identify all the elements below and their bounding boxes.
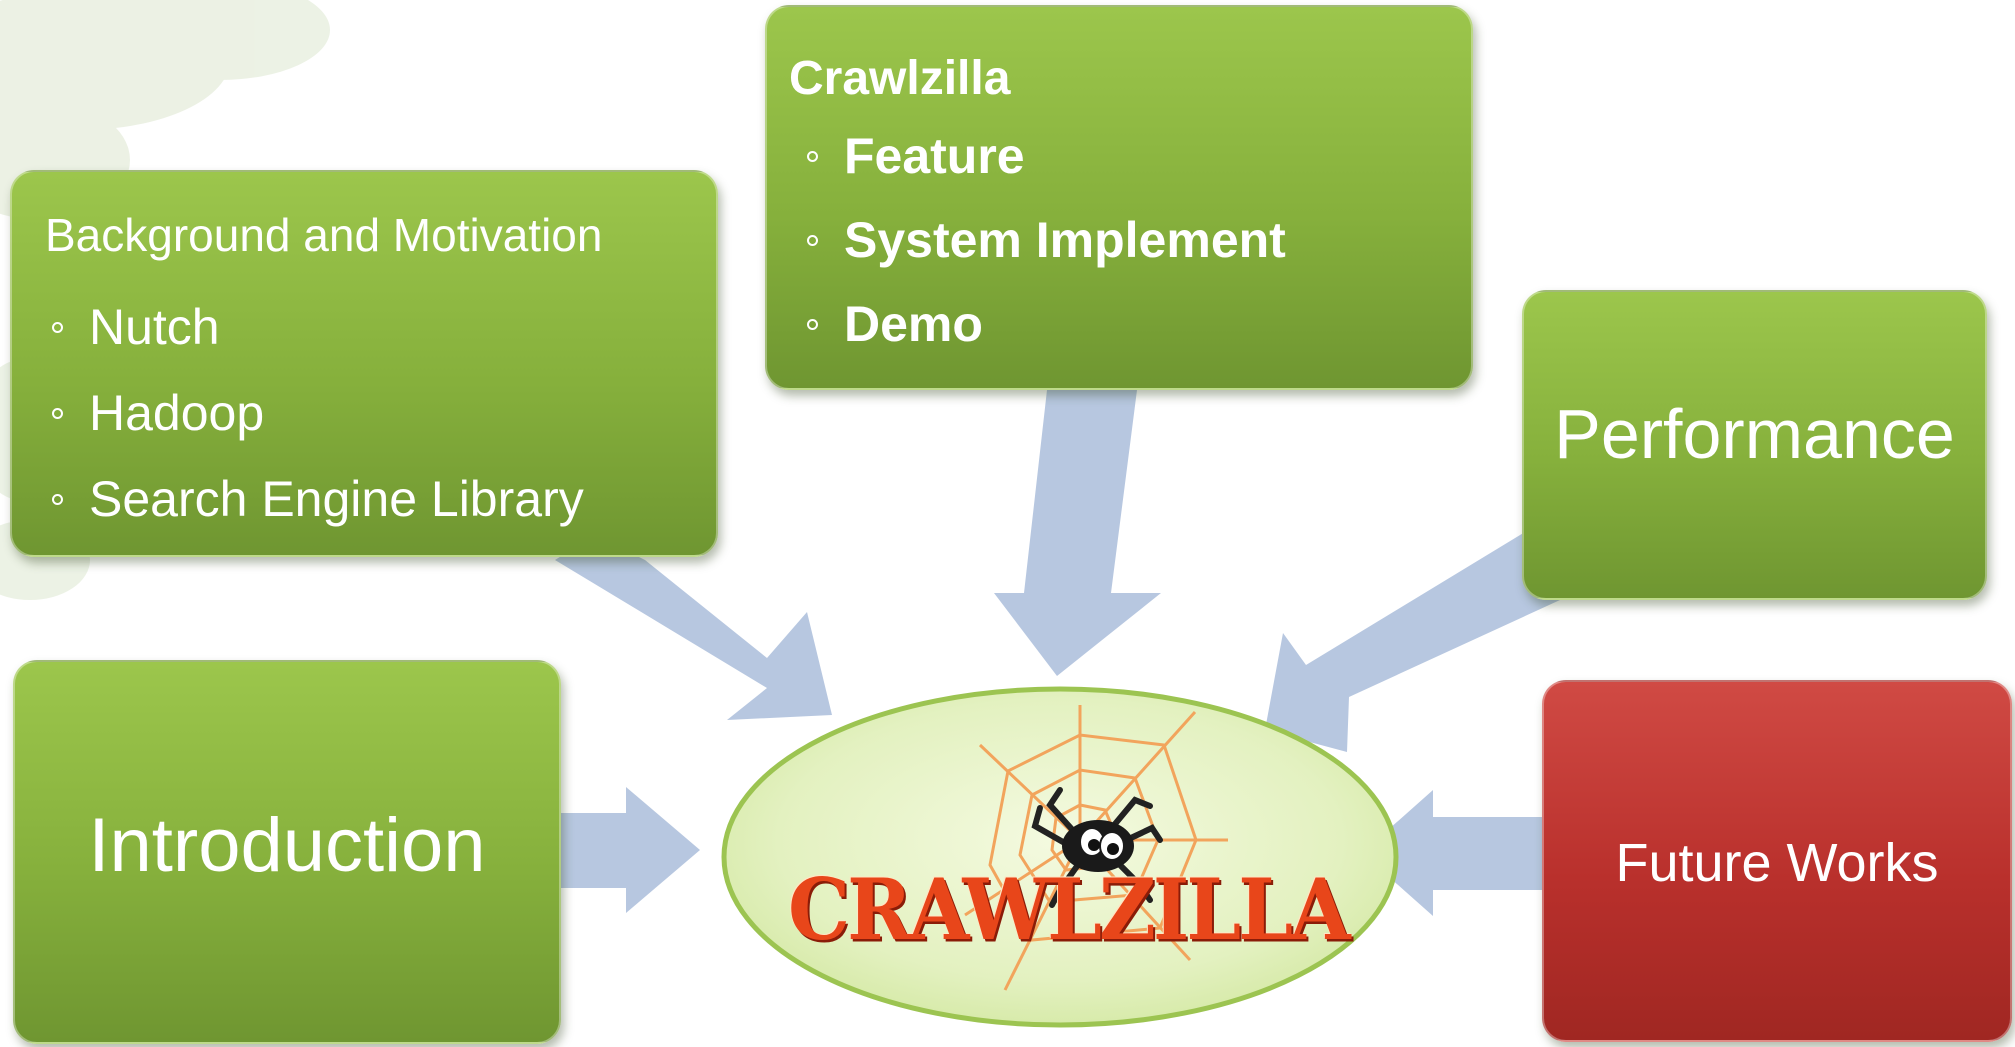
list-item-label: Nutch [89,299,220,355]
arrow-future-works-to-hub [1362,790,1545,916]
crawlzilla-title: Crawlzilla [789,52,1011,105]
list-item: Feature [807,114,1286,198]
list-item: Hadoop [52,370,584,456]
background-motivation-title: Background and Motivation [45,209,603,261]
crawlzilla-box: Crawlzilla Feature System Implement Demo [765,5,1473,390]
bullet-icon [52,322,63,333]
introduction-box: Introduction [13,660,561,1044]
performance-title: Performance [1554,395,1955,473]
background-motivation-box: Background and Motivation Nutch Hadoop S… [10,170,718,557]
bullet-icon [52,408,63,419]
list-item-label: Feature [844,128,1025,184]
list-item: Demo [807,282,1286,366]
list-item-label: System Implement [844,212,1286,268]
introduction-title: Introduction [88,803,486,888]
background-motivation-list: Nutch Hadoop Search Engine Library [52,284,584,542]
list-item: System Implement [807,198,1286,282]
crawlzilla-logo-text: CRAWLZILLA [788,861,1351,960]
arrow-performance-to-hub [1265,532,1560,752]
bullet-icon [52,494,63,505]
arrow-background-to-hub [555,535,832,720]
crawlzilla-hub [721,686,1399,1028]
bullet-icon [807,319,818,330]
crawlzilla-list: Feature System Implement Demo [807,114,1286,366]
performance-box: Performance [1522,290,1987,600]
arrow-introduction-to-hub [558,787,700,913]
bullet-icon [807,151,818,162]
future-works-box: Future Works [1542,680,2012,1042]
arrow-crawlzilla-to-hub [994,390,1161,676]
list-item-label: Demo [844,296,983,352]
future-works-title: Future Works [1615,833,1939,893]
list-item-label: Search Engine Library [89,471,584,527]
bullet-icon [807,235,818,246]
spider-icon [1031,787,1163,908]
list-item: Search Engine Library [52,456,584,542]
list-item: Nutch [52,284,584,370]
list-item-label: Hadoop [89,385,265,441]
